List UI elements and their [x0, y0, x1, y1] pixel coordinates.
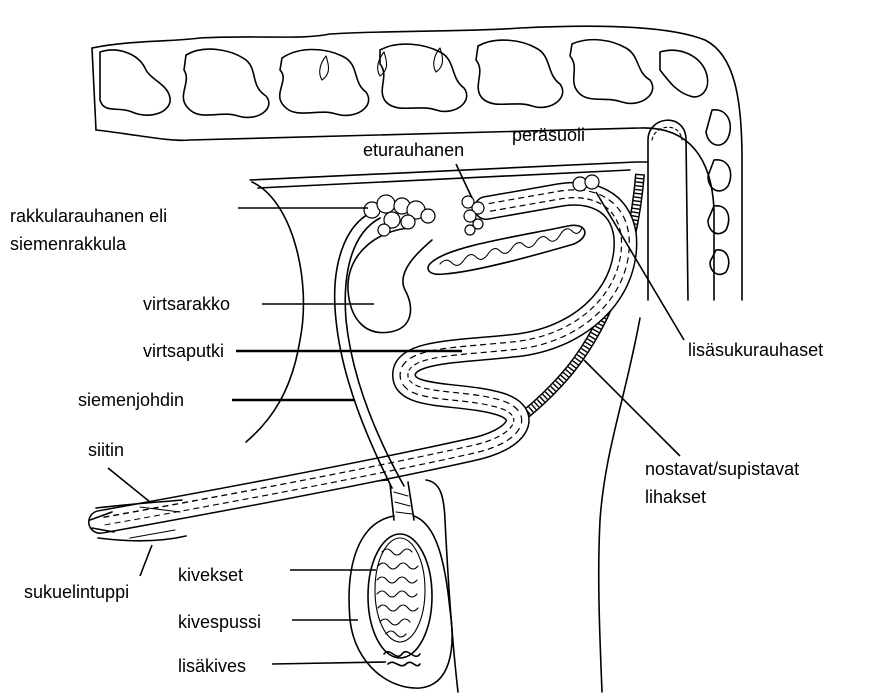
label-muscles-line-2: lihakset	[645, 487, 706, 507]
seminal-vesicle-lobe	[421, 209, 435, 223]
tail-vertebra-1	[706, 110, 730, 145]
inner-thigh-line	[426, 480, 458, 692]
leader-penis	[108, 468, 150, 502]
hind-leg-outline	[599, 318, 640, 692]
label-seminal-vesicle-line-2: siemenrakkula	[10, 234, 127, 254]
seminal-vesicle-lobe	[401, 215, 415, 229]
scrotum-group	[349, 482, 452, 688]
label-urethra: virtsaputki	[143, 341, 224, 361]
leader-muscles	[584, 360, 680, 456]
tail-vertebra-3	[708, 206, 729, 234]
label-muscles-line-1: nostavat/supistavat	[645, 459, 799, 479]
label-seminal-vesicle-line-1: rakkularauhanen eli	[10, 206, 167, 226]
vertebral-foramen-1	[320, 56, 329, 80]
vertebra-6	[570, 40, 653, 104]
rectum-tube	[648, 120, 688, 300]
rectum	[648, 120, 688, 300]
testis-texture	[377, 549, 418, 637]
label-accessory-glands: lisäsukurauhaset	[688, 340, 823, 360]
bulbourethral-glands	[573, 175, 599, 191]
vertebral-foramen-2	[378, 52, 387, 76]
vertebra-7	[660, 50, 708, 97]
flexure-inner-loop	[428, 225, 585, 274]
bulbourethral-gland-lobe	[585, 175, 599, 189]
label-bladder: virtsarakko	[143, 294, 230, 314]
seminal-vesicle-lobe	[378, 224, 390, 236]
inner-loop-texture	[440, 228, 582, 265]
label-rectum: peräsuoli	[512, 125, 585, 145]
spine-top-outline	[92, 26, 742, 300]
sheath-lower	[98, 536, 186, 541]
seminal-vesicle-lobe	[377, 195, 395, 213]
abdomen-arc	[246, 182, 303, 442]
label-prostate: eturauhanen	[363, 140, 464, 160]
vertebra-5	[476, 40, 563, 107]
penis	[90, 194, 625, 532]
label-testes: kivekset	[178, 565, 243, 585]
spine-cut-end	[92, 48, 96, 130]
tail-vertebra-2	[708, 160, 731, 191]
bladder	[348, 228, 432, 333]
testis	[368, 534, 432, 658]
vertebra-2	[183, 49, 268, 117]
spine	[92, 26, 742, 300]
vertebra-4	[380, 44, 467, 111]
label-epididymis: lisäkives	[178, 656, 246, 676]
tail-vertebra-4	[710, 250, 729, 275]
leader-lines	[108, 164, 684, 664]
label-penis: siitin	[88, 440, 124, 460]
leader-sheath	[140, 545, 152, 576]
label-scrotum: kivespussi	[178, 612, 261, 632]
vertebra-1	[100, 50, 170, 115]
label-vas-deferens: siemenjohdin	[78, 390, 184, 410]
prostate-lobe	[465, 225, 475, 235]
label-sheath: sukuelintuppi	[24, 582, 129, 602]
